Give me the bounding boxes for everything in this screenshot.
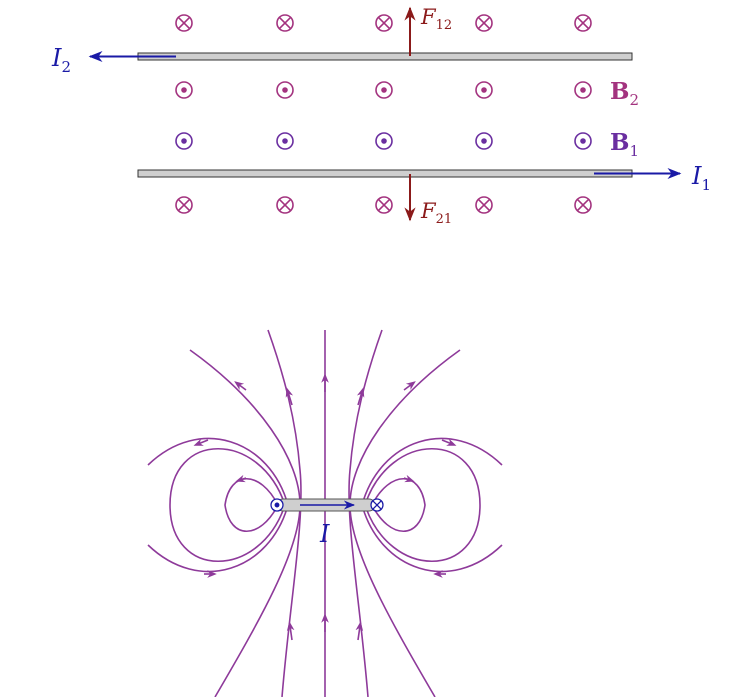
- field-line-arrow-ir-bot: [355, 621, 364, 641]
- field-line-loop-right-small: [371, 478, 426, 532]
- field-line-arrow-il-top: [285, 387, 294, 406]
- circle-cross-icon: [175, 14, 193, 32]
- circle-cross-icon: [276, 14, 294, 32]
- label-b2: B2: [610, 78, 639, 109]
- wire-field-lines-diagram: [147, 329, 503, 697]
- field-line-loop-right-mid: [364, 447, 481, 563]
- circle-dot-icon: [270, 498, 284, 512]
- circle-dot-icon: [475, 81, 493, 99]
- field-line-inner-left: [267, 329, 302, 697]
- wire-2: [137, 52, 633, 61]
- short-wire: I: [270, 498, 384, 548]
- field-line-arrow-ol-top: [234, 381, 247, 391]
- field-row-bottom-into: [175, 196, 592, 214]
- circle-dot-icon: [175, 81, 193, 99]
- circle-dot-icon: [276, 81, 294, 99]
- field-line-inner-right: [348, 329, 383, 697]
- circle-cross-icon: [375, 196, 393, 214]
- field-line-outer-left: [189, 349, 301, 697]
- label-f12: F12: [420, 5, 452, 33]
- circle-dot-icon: [375, 81, 393, 99]
- label-i1: I1: [691, 162, 711, 194]
- field-line-arrow-rlm: [441, 438, 457, 446]
- field-line-loop-left-small: [224, 478, 279, 532]
- wire-1: [137, 169, 633, 178]
- circle-cross-icon: [574, 196, 592, 214]
- circle-cross-icon: [175, 196, 193, 214]
- field-row-b2-out: [175, 81, 592, 99]
- label-f21: F21: [420, 199, 452, 227]
- circle-dot-icon: [475, 132, 493, 150]
- circle-cross-icon: [574, 14, 592, 32]
- circle-cross-icon: [475, 196, 493, 214]
- circle-dot-icon: [375, 132, 393, 150]
- field-line-loop-left-mid: [169, 447, 286, 563]
- circle-cross-icon: [475, 14, 493, 32]
- circle-cross-icon: [276, 196, 294, 214]
- field-line-arrow-il-bot: [286, 621, 295, 641]
- parallel-wires-diagram: I2 F12 B2 B1: [51, 5, 711, 227]
- circle-cross-icon: [370, 498, 384, 512]
- circle-cross-icon: [375, 14, 393, 32]
- circle-dot-icon: [574, 81, 592, 99]
- field-line-arrow-lls: [235, 474, 247, 483]
- label-b1: B1: [610, 129, 639, 160]
- circle-dot-icon: [175, 132, 193, 150]
- field-line-arrow-or-top: [403, 381, 416, 391]
- circle-dot-icon: [276, 132, 294, 150]
- label-current-i: I: [319, 520, 330, 548]
- field-row-b1-out: [175, 132, 592, 150]
- field-line-arrow-llm: [193, 438, 209, 446]
- field-line-arrow-rls: [403, 474, 415, 483]
- label-i2: I2: [51, 44, 71, 76]
- field-line-outer-right: [349, 349, 461, 697]
- field-line-loop-left-big: [147, 437, 289, 573]
- circle-dot-icon: [574, 132, 592, 150]
- field-line-arrow-ir-top: [356, 387, 365, 406]
- field-row-top-into: [175, 14, 592, 32]
